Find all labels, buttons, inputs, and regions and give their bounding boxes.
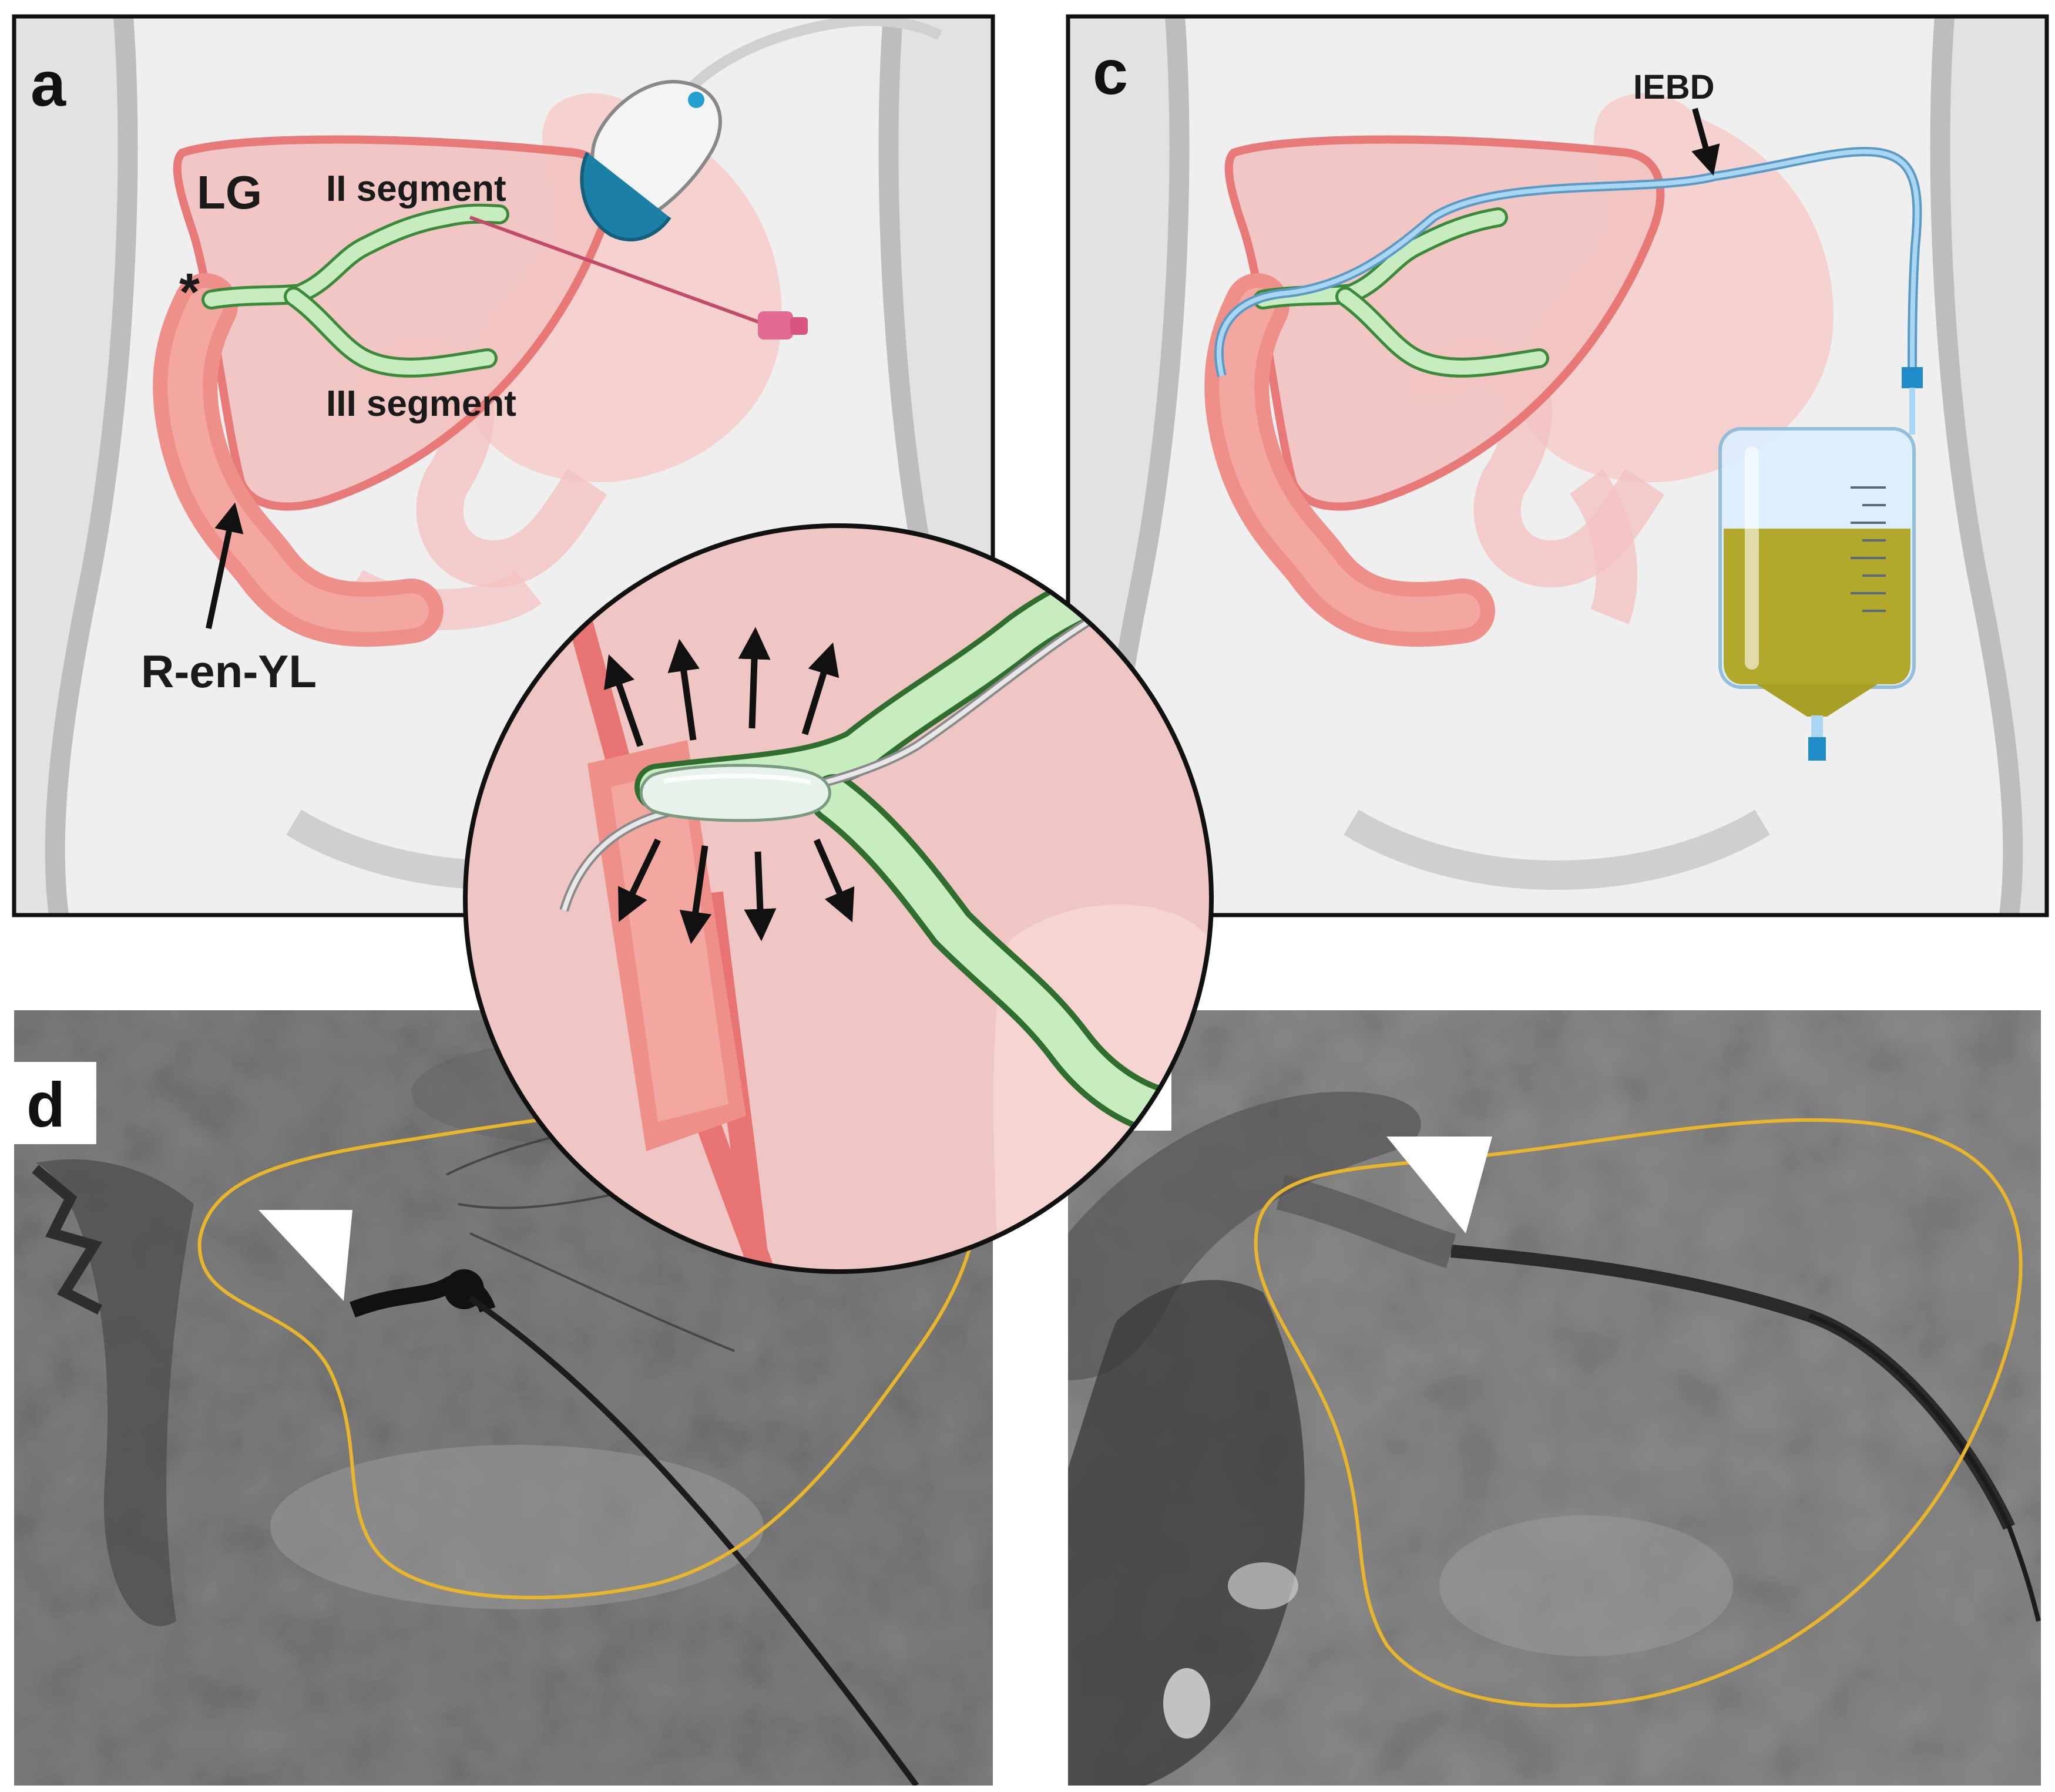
needle-hub-icon (758, 311, 808, 339)
panel-c: IEBD c (1068, 16, 2047, 915)
panel-b: b (463, 523, 1214, 1274)
label-lg: LG (197, 166, 262, 218)
panel-a-letter: a (31, 48, 66, 119)
panel-b-border (463, 523, 1214, 1274)
label-iebd: IEBD (1633, 68, 1715, 106)
panel-d-letter-box (14, 1062, 96, 1144)
label-ii-segment: II segment (326, 169, 506, 209)
dilation-arrows (604, 627, 855, 944)
liver-outline-e (1254, 1118, 2023, 1707)
label-roux-en-y-loop: R-en-YL (141, 645, 317, 697)
panel-d-letter: d (26, 1069, 65, 1140)
liver-outline-d (197, 1102, 978, 1599)
ultrasound-probe-icon (580, 16, 943, 241)
label-asterisk: * (179, 263, 200, 322)
panel-c-border (1066, 14, 2049, 917)
arrow-icon (1691, 107, 1720, 176)
drainage-bag-icon (1718, 367, 1923, 761)
label-iii-segment: III segment (326, 384, 516, 424)
arrow-icon (206, 502, 244, 630)
needle-icon (469, 216, 771, 328)
panel-c-letter: c (1093, 36, 1128, 107)
balloon-catheter-icon (639, 764, 831, 822)
arrowhead-icon (1386, 1137, 1492, 1233)
arrowhead-icon (258, 1210, 352, 1301)
panel-e: e (1068, 1010, 2041, 1786)
